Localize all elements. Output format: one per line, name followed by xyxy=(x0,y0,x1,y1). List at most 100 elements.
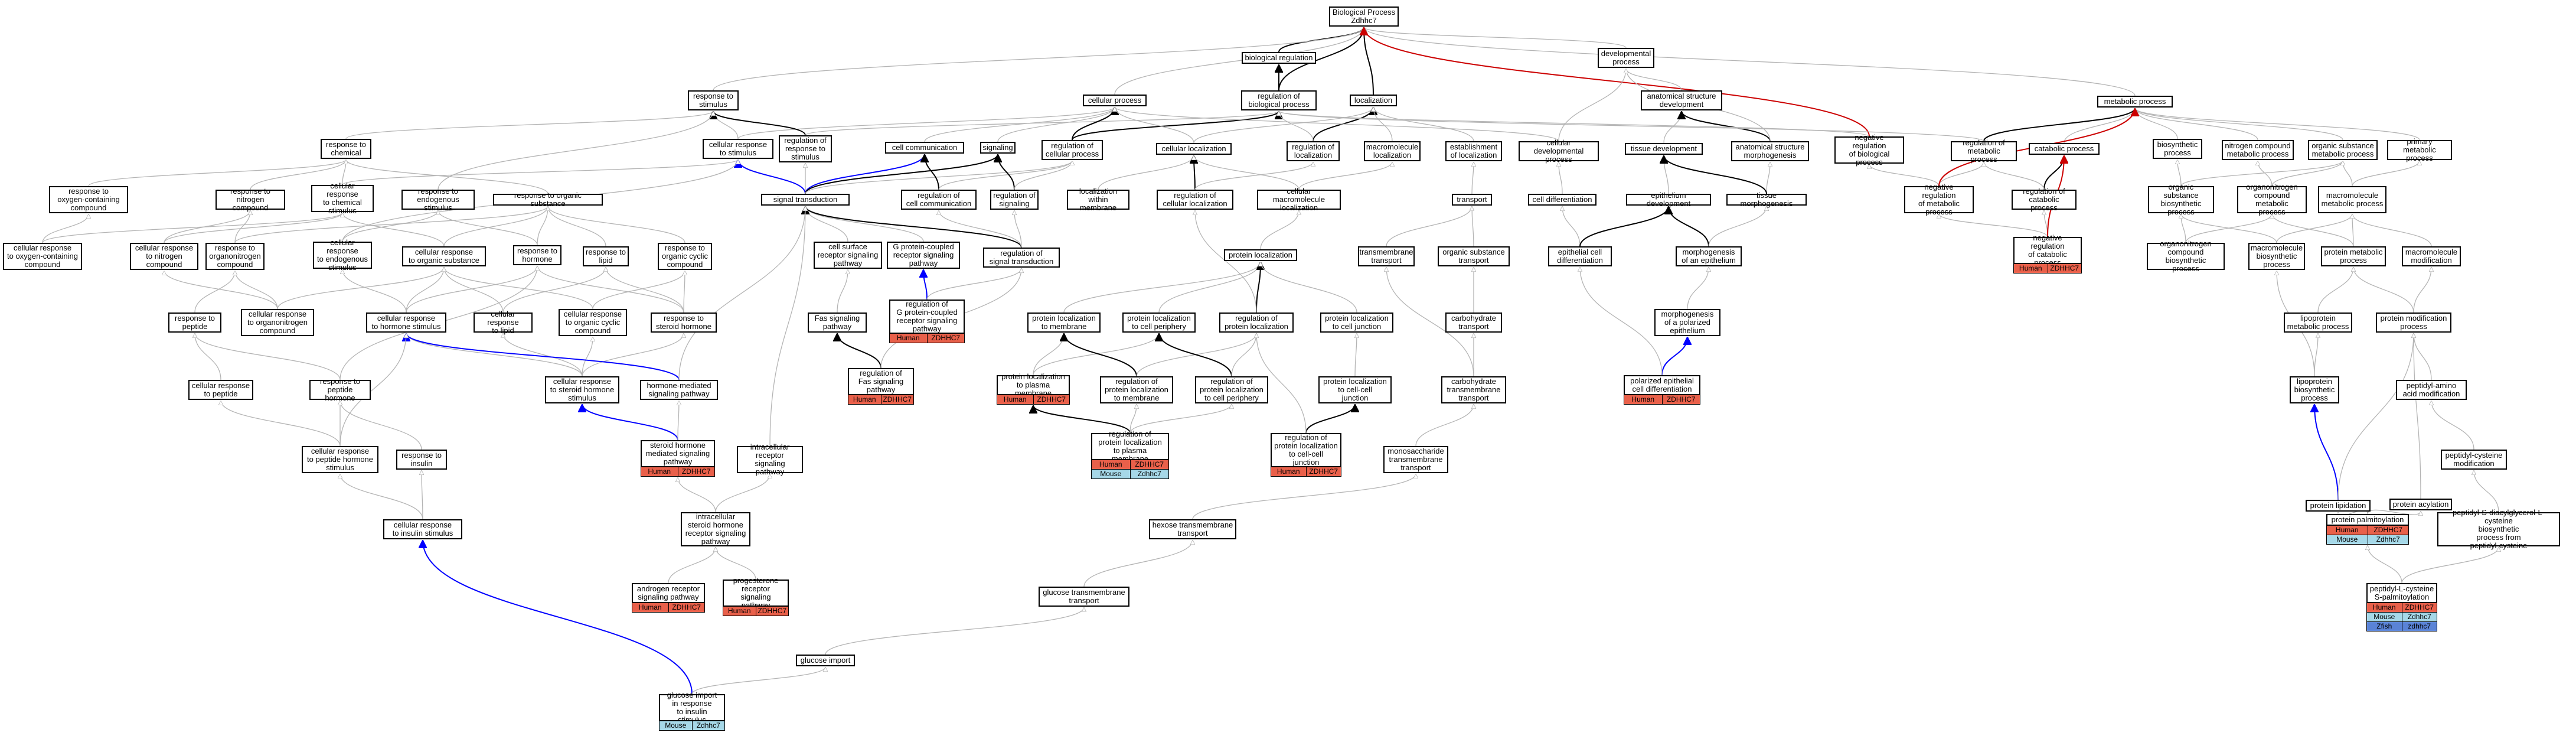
go-term-reg-gpcr[interactable]: regulation of G protein-coupled receptor… xyxy=(889,299,965,334)
go-term-intracell-steroid[interactable]: intracellular steroid hormone receptor s… xyxy=(681,512,750,546)
go-term-hormone-med[interactable]: hormone-mediated signaling pathway xyxy=(640,380,718,400)
go-term-prim-metab[interactable]: primary metabolic process xyxy=(2387,138,2452,162)
go-term-prot-loc-membrane[interactable]: protein localization to membrane xyxy=(1027,312,1101,333)
go-term-neg-reg-metab[interactable]: negative regulation of metabolic process xyxy=(1904,183,1974,216)
go-term-reg-prot-loc-periphery[interactable]: regulation of protein localization to ce… xyxy=(1195,376,1268,403)
go-term-macro-mod[interactable]: macromolecule modification xyxy=(2402,246,2461,266)
go-term-prot-lipidation[interactable]: protein lipidation xyxy=(2306,500,2371,512)
go-term-reg-prot-loc-plasma[interactable]: regulation of protein localization to pl… xyxy=(1091,430,1169,463)
go-term-reg-prot-loc-membrane[interactable]: regulation of protein localization to me… xyxy=(1100,376,1173,403)
go-term-cell-resp-endo[interactable]: cellular response to endogenous stimulus xyxy=(313,239,372,272)
go-term-transport[interactable]: transport xyxy=(1452,194,1492,206)
go-term-reg-metab[interactable]: regulation of metabolic process xyxy=(1951,139,2017,164)
go-term-cell-loc[interactable]: cellular localization xyxy=(1156,143,1232,155)
go-term-resp-nitro[interactable]: response to nitrogen compound xyxy=(216,187,285,212)
go-term-reg-prot-loc[interactable]: regulation of protein localization xyxy=(1219,312,1294,333)
go-term-tissue-dev[interactable]: tissue development xyxy=(1625,143,1703,155)
go-term-cell-dev-proc[interactable]: cellular developmental process xyxy=(1519,139,1599,164)
go-term-resp-insulin[interactable]: response to insulin xyxy=(396,450,447,470)
go-term-reg-prot-loc-junction[interactable]: regulation of protein localization to ce… xyxy=(1271,433,1341,467)
go-term-lipoprot-metab[interactable]: lipoprotein metabolic process xyxy=(2284,312,2352,333)
go-term-biosynth[interactable]: biosynthetic process xyxy=(2153,139,2202,159)
go-term-cell-resp-oxy[interactable]: cellular response to oxygen-containing c… xyxy=(3,243,82,270)
go-term-resp-pep-hormone[interactable]: response to peptide hormone xyxy=(309,377,371,402)
go-term-metab[interactable]: metabolic process xyxy=(2097,96,2173,108)
go-term-loc-membrane[interactable]: localization within membrane xyxy=(1067,187,1129,212)
go-term-org-sub-transport[interactable]: organic substance transport xyxy=(1438,246,1510,266)
go-term-prot-palm[interactable]: protein palmitoylation xyxy=(2326,514,2409,526)
go-term-prot-acylation[interactable]: protein acylation xyxy=(2389,499,2452,510)
go-term-cell-resp-stim[interactable]: cellular response to stimulus xyxy=(703,139,773,159)
go-term-peptidyl-palm[interactable]: peptidyl-L-cysteine S-palmitoylation xyxy=(2366,583,2437,603)
go-term-membrane-transport[interactable]: transmembrane transport xyxy=(1358,246,1415,266)
go-term-reg-cell-proc[interactable]: regulation of cellular process xyxy=(1041,140,1103,160)
go-term-cell-comm[interactable]: cell communication xyxy=(885,142,964,154)
go-term-anat-dev[interactable]: anatomical structure development xyxy=(1641,90,1722,110)
go-term-reg-signaling[interactable]: regulation of signaling xyxy=(990,190,1039,210)
go-term-peptidyl-diacyl[interactable]: peptidyl-S-diacylglycerol-L-cysteine bio… xyxy=(2437,509,2560,550)
go-term-anat-morph[interactable]: anatomical structure morphogenesis xyxy=(1731,141,1809,161)
go-term-tissue-morph[interactable]: tissue morphogenesis xyxy=(1726,191,1807,208)
go-term-resp-chem[interactable]: response to chemical xyxy=(321,139,371,159)
go-term-resp-oxy[interactable]: response to oxygen-containing compound xyxy=(49,186,128,213)
go-term-intracell-receptor[interactable]: intracellular receptor signaling pathway xyxy=(737,443,803,476)
go-term-protein-loc[interactable]: protein localization xyxy=(1224,249,1297,261)
go-term-nitrogen[interactable]: nitrogen compound metabolic process xyxy=(2222,140,2294,160)
go-term-steroid-med[interactable]: steroid hormone mediated signaling pathw… xyxy=(641,440,715,467)
go-term-estab-loc[interactable]: establishment of localization xyxy=(1445,141,1502,161)
go-term-resp-endo[interactable]: response to endogenous stimulus xyxy=(401,187,475,212)
go-term-signaling[interactable]: signaling xyxy=(980,142,1016,154)
go-term-cell-resp-chem[interactable]: cellular response to chemical stimulus xyxy=(311,182,374,215)
go-term-cell-resp-steroid[interactable]: cellular response to steroid hormone sti… xyxy=(545,376,619,403)
go-term-peptidyl-cys[interactable]: peptidyl-cysteine modification xyxy=(2441,450,2507,470)
go-term-bp[interactable]: Biological Process Zdhhc7 xyxy=(1329,6,1399,27)
go-term-cell-resp-pep-hormone[interactable]: cellular response to peptide hormone sti… xyxy=(302,446,378,473)
go-term-macro-metab[interactable]: macromolecule metabolic process xyxy=(2318,186,2386,213)
go-term-reg-catab[interactable]: regulation of catabolic process xyxy=(2012,187,2077,212)
go-term-catab[interactable]: catabolic process xyxy=(2029,143,2100,155)
go-term-glucose-import[interactable]: glucose import xyxy=(796,655,855,666)
go-term-prot-loc-plasma[interactable]: protein localization to plasma membrane xyxy=(997,373,1070,398)
go-term-cell-resp-lipid[interactable]: cellular response to lipid xyxy=(474,310,533,335)
go-term-morph-polar-epi[interactable]: morphogenesis of a polarized epithelium xyxy=(1654,309,1720,336)
go-term-resp-org[interactable]: response to organic substance xyxy=(493,191,603,208)
go-term-protein-metab[interactable]: protein metabolic process xyxy=(2321,246,2386,266)
go-term-macro-loc[interactable]: macromolecule localization xyxy=(1364,141,1421,161)
go-term-neg-reg-bio[interactable]: negative regulation of biological proces… xyxy=(1834,134,1904,167)
go-term-carb-membrane-transport[interactable]: carbohydrate transmembrane transport xyxy=(1441,376,1506,403)
go-term-reg-resp-stim[interactable]: regulation of response to stimulus xyxy=(779,135,832,162)
go-term-org-sub-bio[interactable]: organic substance biosynthetic process xyxy=(2148,183,2214,216)
go-term-cell-surface[interactable]: cell surface receptor signaling pathway xyxy=(814,242,882,269)
go-term-prot-loc-periphery[interactable]: protein localization to cell periphery xyxy=(1122,312,1196,333)
go-term-organonitro-bio[interactable]: organonitrogen compound biosynthetic pro… xyxy=(2147,240,2225,273)
go-term-peptidyl-aa[interactable]: peptidyl-amino acid modification xyxy=(2396,380,2467,400)
go-term-resp-hormone[interactable]: response to hormone xyxy=(513,245,561,265)
go-term-prot-mod[interactable]: protein modification process xyxy=(2376,312,2451,333)
go-term-monosacch-transport[interactable]: monosaccharide transmembrane transport xyxy=(1383,446,1448,473)
go-term-sig-trans[interactable]: signal transduction xyxy=(761,194,850,206)
go-term-epi-dev[interactable]: epithelium development xyxy=(1626,191,1711,208)
go-term-cell-resp-org-cyclic[interactable]: cellular response to organic cyclic comp… xyxy=(559,309,627,336)
go-term-hexose-transport[interactable]: hexose transmembrane transport xyxy=(1149,519,1236,539)
go-term-glucose-membrane[interactable]: glucose transmembrane transport xyxy=(1039,587,1129,607)
go-term-cell-resp-organonitro[interactable]: cellular response to organonitrogen comp… xyxy=(241,309,314,336)
go-term-resp-organonitro[interactable]: response to organonitrogen compound xyxy=(205,243,265,270)
go-term-progesterone[interactable]: progesterone receptor signaling pathway xyxy=(723,577,789,610)
go-term-cell-resp-peptide[interactable]: cellular response to peptide xyxy=(188,380,253,400)
go-term-reg-bio[interactable]: regulation of biological process xyxy=(1241,90,1317,110)
go-term-resp-peptide[interactable]: response to peptide xyxy=(168,312,221,333)
go-term-macro-bio[interactable]: macromolecule biosynthetic process xyxy=(2248,243,2305,270)
go-term-resp-stim[interactable]: response to stimulus xyxy=(688,90,739,110)
go-term-fas[interactable]: Fas signaling pathway xyxy=(808,312,867,333)
go-term-lipoprot-bio[interactable]: lipoprotein biosynthetic process xyxy=(2290,376,2339,403)
go-term-localization[interactable]: localization xyxy=(1350,95,1397,106)
go-term-reg-fas[interactable]: regulation of Fas signaling pathway xyxy=(848,368,914,395)
go-term-androgen[interactable]: androgen receptor signaling pathway xyxy=(632,583,705,603)
go-term-reg-cell-comm[interactable]: regulation of cell communication xyxy=(901,190,977,210)
go-term-reg-cell-loc[interactable]: regulation of cellular localization xyxy=(1157,190,1233,210)
go-term-polarized-epi-diff[interactable]: polarized epithelial cell differentiatio… xyxy=(1624,375,1700,395)
go-term-carb-transport[interactable]: carbohydrate transport xyxy=(1445,312,1502,333)
go-term-cell-resp-nitro[interactable]: cellular response to nitrogen compound xyxy=(130,243,198,270)
go-term-org-sub-metab[interactable]: organic substance metabolic process xyxy=(2308,140,2378,160)
go-term-glucose-import-insulin[interactable]: glucose import in response to insulin st… xyxy=(659,691,725,724)
